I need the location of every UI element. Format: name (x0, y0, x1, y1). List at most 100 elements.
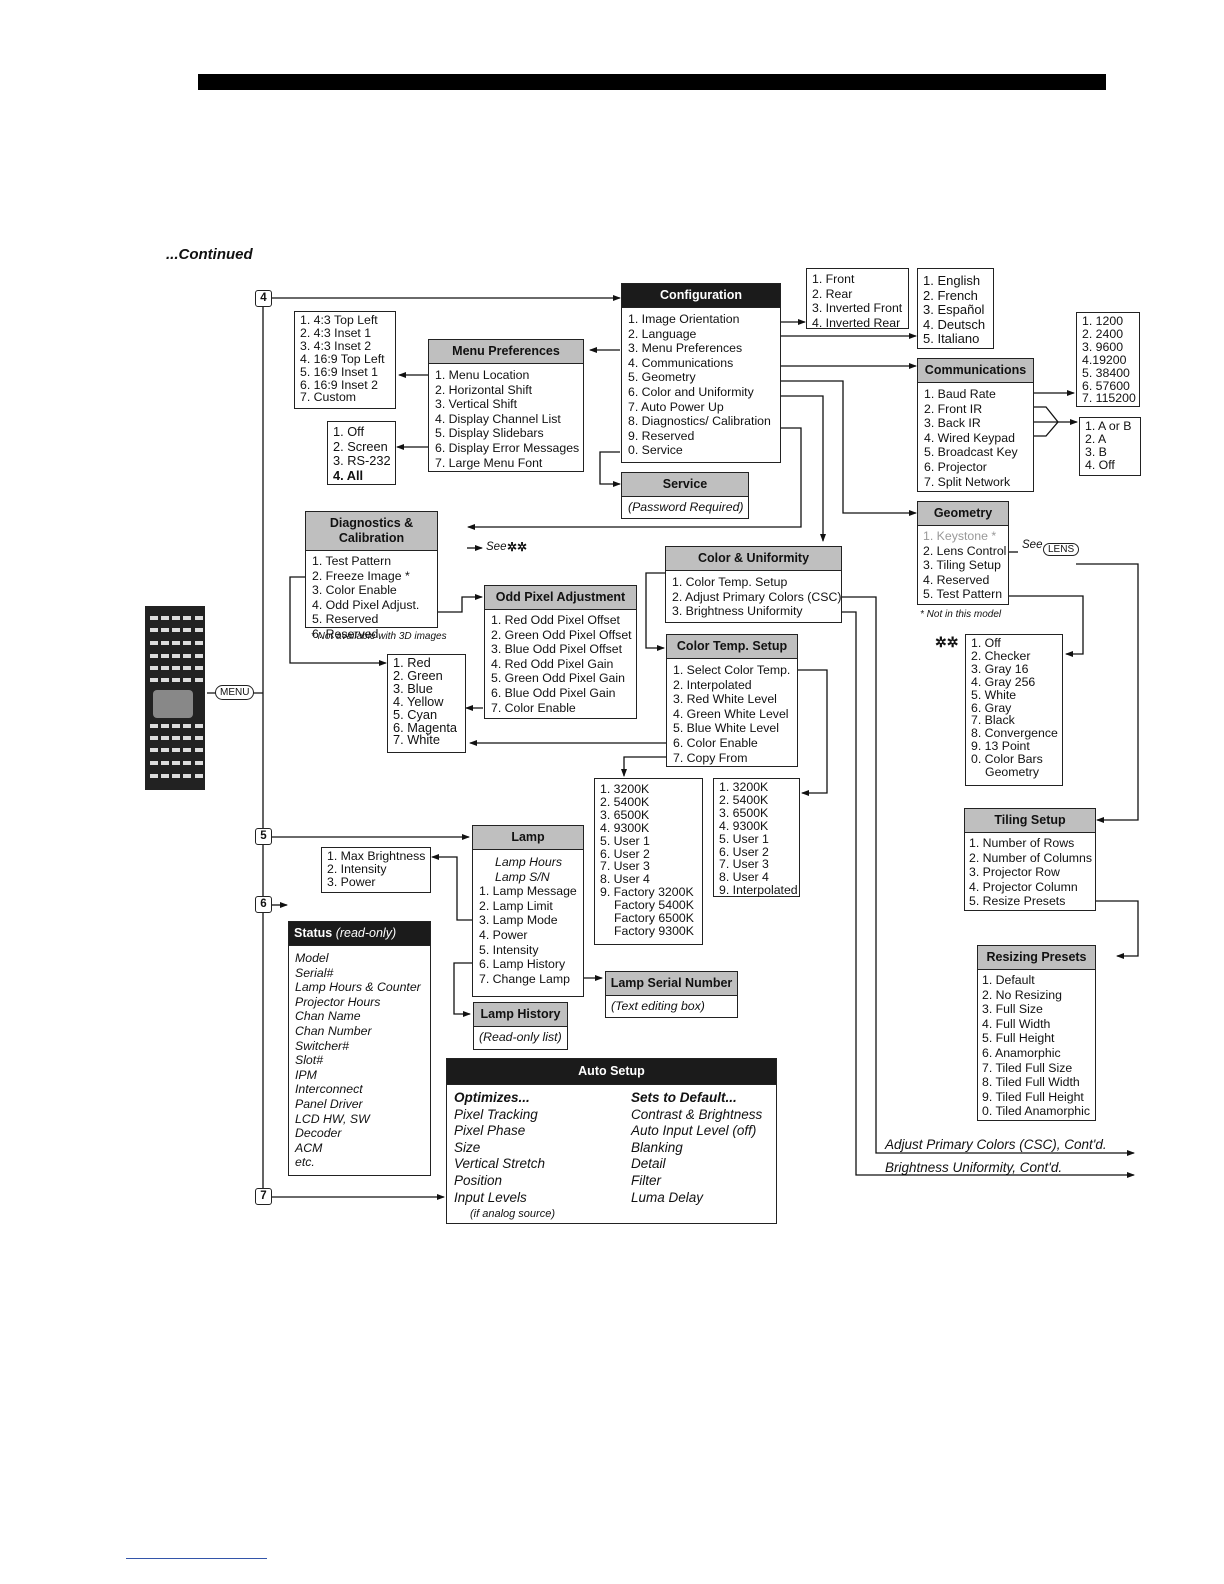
list-item: 5. Test Pattern (923, 587, 1003, 602)
list-item: 7. Color Enable (491, 700, 576, 715)
list-item: Factory 9300K (614, 923, 694, 938)
brightness-continued-label: Brightness Uniformity, Cont'd. (885, 1160, 1063, 1175)
list-item: 4. Projector Column (969, 879, 1078, 894)
ir-options-list: 1. A or B 2. A 3. B 4. Off (1079, 417, 1141, 476)
list-item: 2. 4:3 Inset 1 (300, 325, 372, 340)
list-item: Decoder (295, 1126, 342, 1141)
remote-key (195, 724, 203, 728)
list-item: 1. Menu Location (435, 368, 530, 382)
remote-keypad-image (145, 606, 205, 790)
list-item: 5. 38400 (1082, 365, 1130, 380)
optimizes-note: (if analog source) (470, 1208, 555, 1221)
service-note: (Password Required) (628, 500, 744, 514)
list-item: 7. White (393, 732, 440, 748)
list-item: 1. Lamp Message (479, 884, 577, 899)
language-list: 1. English 2. French 3. Español 4. Deuts… (917, 268, 994, 349)
remote-key (172, 641, 180, 645)
list-item: 1. Red Odd Pixel Offset (491, 613, 620, 627)
list-item: Detail (631, 1156, 666, 1172)
list-item: Contrast & Brightness (631, 1106, 763, 1122)
list-item: 6. Magenta (393, 719, 458, 735)
remote-key (172, 678, 180, 682)
remote-key (150, 641, 158, 645)
list-item: 4. All (333, 467, 364, 483)
list-item: 4.19200 (1082, 352, 1127, 367)
remote-key (172, 654, 180, 658)
list-item: 9. Tiled Full Height (982, 1089, 1084, 1104)
remote-key (183, 641, 191, 645)
list-item: 7. Large Menu Font (435, 455, 543, 470)
remote-key (161, 641, 169, 645)
list-item: 2. Freeze Image * (312, 568, 410, 583)
remote-key (161, 724, 169, 728)
list-item: 7. Tiled Full Size (982, 1060, 1073, 1075)
list-item: 2. 5400K (600, 794, 650, 809)
remote-key (195, 616, 203, 620)
list-item: 1. Baud Rate (924, 387, 996, 401)
list-item: 8. Tiled Full Width (982, 1075, 1080, 1090)
remote-key (195, 666, 203, 670)
error-messages-list: 1. Off 2. Screen 3. RS-232 4. All (327, 421, 396, 485)
list-item: 5. Italiano (923, 331, 980, 347)
list-item: 5. User 1 (600, 833, 650, 848)
list-item: 5. 16:9 Inset 1 (300, 364, 378, 379)
footer-rule (126, 1558, 267, 1559)
list-item: 7. Custom (300, 390, 357, 405)
list-item: 4. Power (479, 927, 528, 942)
list-item: 8. User 4 (719, 870, 769, 885)
list-item: 3. B (1085, 444, 1107, 459)
list-item: 2. Language (628, 326, 697, 341)
remote-key (161, 774, 169, 778)
list-item: 9. 13 Point (971, 739, 1030, 754)
csc-continued-label: Adjust Primary Colors (CSC), Cont'd. (885, 1137, 1107, 1152)
lamp-history-title: Lamp History (474, 1003, 567, 1027)
remote-key (172, 666, 180, 670)
remote-key (172, 736, 180, 740)
list-item: 4. Odd Pixel Adjust. (312, 597, 420, 612)
list-item: 8. Diagnostics/ Calibration (628, 414, 771, 429)
step-marker-4: 4 (255, 290, 272, 307)
lamp-serial-note: (Text editing box) (611, 999, 705, 1013)
step-marker-7: 7 (255, 1188, 272, 1205)
list-item: 4. Green White Level (673, 706, 789, 721)
list-item: 3. Vertical Shift (435, 397, 518, 412)
status-title-note: (read-only) (335, 926, 397, 940)
copy-from-list: 1. 3200K 2. 5400K 3. 6500K 4. 9300K 5. U… (594, 778, 703, 945)
tiling-setup-menu: Tiling Setup 1. Number of Rows 2. Number… (964, 808, 1096, 911)
list-item: Auto Input Level (off) (631, 1123, 757, 1139)
list-item: Model (295, 951, 329, 965)
list-item: 3. 9600 (1082, 339, 1124, 354)
remote-key (150, 736, 158, 740)
list-item: 3. Brightness Uniformity (672, 604, 803, 619)
list-item: 1. Red (393, 655, 431, 670)
diagnostics-see-label: See (486, 541, 507, 553)
remote-key (161, 616, 169, 620)
remote-key (150, 616, 158, 620)
remote-key (172, 628, 180, 632)
list-item: 5. White (971, 687, 1017, 702)
list-item: Geometry (985, 765, 1039, 780)
list-item: 4. 9300K (719, 818, 769, 833)
list-item: 9. Factory 3200K (600, 885, 694, 900)
list-item: 1. Number of Rows (969, 836, 1075, 850)
list-item: 3. Back IR (924, 416, 981, 431)
list-item: 2. French (923, 287, 978, 303)
list-item: 6. Reserved (312, 626, 379, 641)
geometry-see-label: See (1022, 539, 1043, 551)
list-item: 2. Horizontal Shift (435, 382, 533, 397)
list-item: 3. Blue Odd Pixel Offset (491, 642, 623, 657)
odd-pixel-adjustment-menu: Odd Pixel Adjustment 1. Red Odd Pixel Of… (484, 585, 637, 719)
remote-key (183, 654, 191, 658)
list-item: 4. Deutsch (923, 316, 986, 332)
list-item: 6. User 2 (719, 844, 769, 859)
list-item: 7. 115200 (1082, 391, 1136, 406)
list-item: 1. Off (971, 636, 1001, 650)
list-item: 2. Lamp Limit (479, 898, 553, 913)
remote-key (150, 761, 158, 765)
list-item: Switcher# (295, 1038, 349, 1053)
list-item: Luma Delay (631, 1189, 704, 1205)
menu-preferences-title: Menu Preferences (429, 340, 583, 364)
status-panel: Status (read-only) Model Serial# Lamp Ho… (288, 921, 431, 1176)
remote-key (172, 748, 180, 752)
list-item: 4. Display Channel List (435, 411, 561, 426)
